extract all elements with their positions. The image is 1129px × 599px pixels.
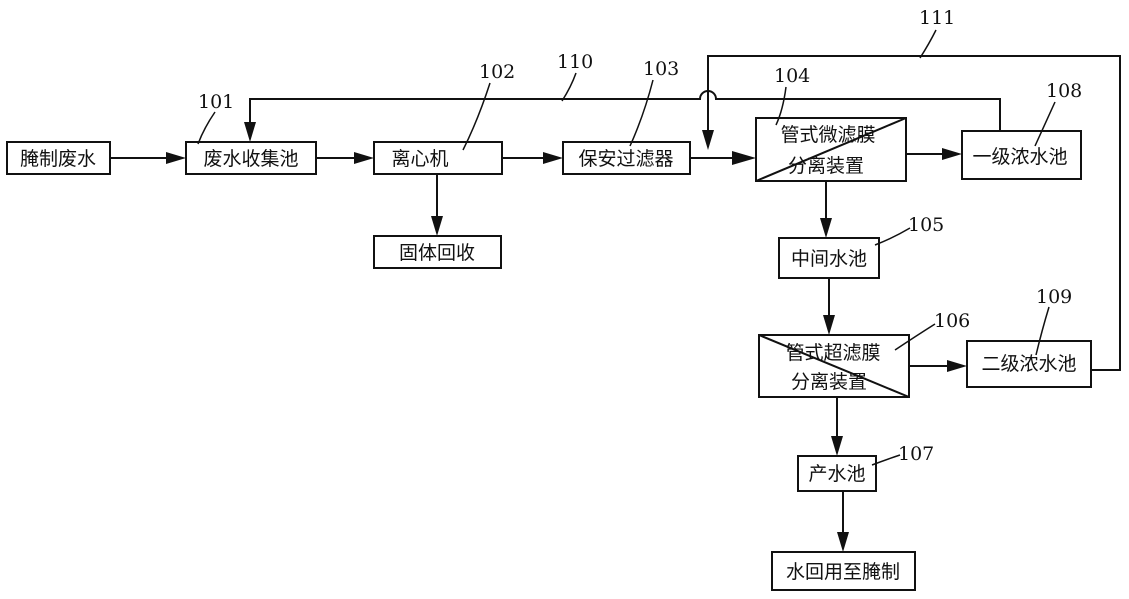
arrowhead-return-110 [244, 122, 256, 142]
box-secondary-conc [966, 340, 1092, 388]
leader-106 [894, 323, 936, 351]
label-mf-line1: 管式微滤膜 [780, 124, 875, 146]
ref-107: 107 [898, 443, 934, 465]
ref-109: 109 [1036, 286, 1072, 308]
label-solid-recovery: 固体回收 [399, 242, 475, 264]
label-reuse: 水回用至腌制 [786, 561, 900, 583]
leader-111 [919, 29, 937, 59]
leader-109 [1035, 306, 1050, 356]
arrowhead-collection-to-centrifuge [354, 152, 374, 164]
box-reuse [771, 551, 916, 591]
label-centrifuge: 离心机 [391, 148, 448, 170]
label-security-filter: 保安过滤器 [578, 148, 673, 170]
label-intermediate-tank: 中间水池 [791, 248, 867, 270]
label-uf-line2: 分离装置 [791, 371, 867, 393]
box-primary-conc [961, 130, 1082, 180]
arrowhead-return-111 [702, 130, 714, 150]
leader-101 [197, 111, 216, 145]
microfiltration-diagonal [755, 117, 907, 182]
ref-106: 106 [934, 310, 970, 332]
label-uf-line1: 管式超滤膜 [785, 342, 880, 364]
leader-108 [1034, 101, 1056, 147]
leader-107 [871, 454, 901, 466]
arrowhead-centrifuge-to-solid [431, 216, 443, 236]
label-raw-water: 腌制废水 [20, 148, 96, 170]
label-product-tank: 产水池 [808, 463, 865, 485]
label-collection-tank: 废水收集池 [203, 148, 298, 170]
ref-101: 101 [198, 91, 234, 113]
box-intermediate-tank [778, 237, 880, 279]
ref-108: 108 [1046, 80, 1082, 102]
ultrafiltration-diagonal [758, 334, 910, 398]
ref-103: 103 [643, 58, 679, 80]
box-raw-water [6, 141, 111, 175]
leader-105 [874, 227, 911, 246]
box-collection-tank [185, 141, 317, 175]
leader-102 [462, 82, 491, 151]
leader-103 [629, 79, 654, 147]
label-secondary-conc: 二级浓水池 [981, 353, 1076, 375]
arrowhead-raw-to-collection [166, 152, 186, 164]
leader-110 [561, 72, 577, 102]
arrowhead-intermediate-to-uf [823, 315, 835, 335]
label-primary-conc: 一级浓水池 [972, 146, 1067, 168]
box-solid-recovery [373, 235, 502, 269]
arrowhead-centrifuge-to-filter [543, 152, 563, 164]
arrowhead-uf-to-product [831, 436, 843, 456]
arrowhead-mf-to-intermediate [820, 218, 832, 238]
arrowhead-uf-to-secondary [947, 360, 967, 372]
label-mf-line2: 分离装置 [788, 155, 864, 177]
ref-102: 102 [479, 61, 515, 83]
box-security-filter [562, 141, 691, 175]
box-product-tank [797, 455, 877, 492]
ref-105: 105 [908, 214, 944, 236]
return-line-111 [707, 55, 1121, 371]
arrowhead-mf-to-primary [942, 148, 962, 160]
ref-104: 104 [774, 65, 810, 87]
arrowhead-product-to-reuse [837, 532, 849, 552]
arrowhead-filter-to-mf [732, 151, 756, 165]
ref-110: 110 [557, 51, 593, 73]
ref-111: 111 [919, 7, 955, 29]
leader-104 [775, 86, 787, 126]
